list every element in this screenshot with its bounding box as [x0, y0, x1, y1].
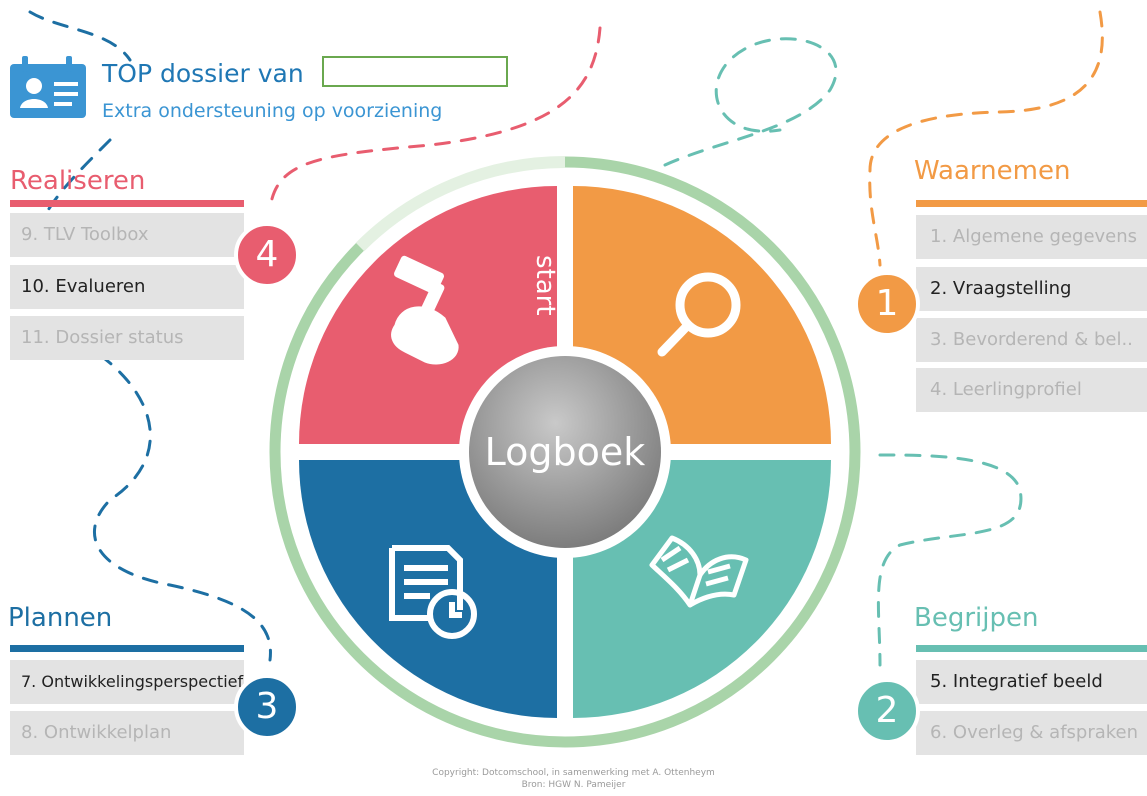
section-title-waarnemen: Waarnemen — [914, 156, 1071, 186]
menu-item-vraagstelling[interactable]: 2. Vraagstelling — [916, 267, 1147, 311]
hammer-hand-icon — [391, 255, 459, 365]
step-badge-1: 1 — [854, 271, 920, 337]
section-bar-realiseren — [10, 200, 244, 207]
dashed-path-left-upper — [43, 138, 112, 217]
section-bar-waarnemen — [916, 200, 1147, 207]
menu-item-bevorderend[interactable]: 3. Bevorderend & bel.. — [916, 318, 1147, 362]
document-clock-icon — [389, 545, 477, 639]
page-subtitle: Extra ondersteuning op voorziening — [102, 100, 443, 122]
menu-item-overleg-afspraken[interactable]: 6. Overleg & afspraken — [916, 711, 1147, 755]
step-badge-4: 4 — [234, 222, 300, 288]
section-title-plannen: Plannen — [8, 603, 113, 633]
menu-item-leerlingprofiel[interactable]: 4. Leerlingprofiel — [916, 368, 1147, 412]
step-badge-3: 3 — [234, 674, 300, 740]
start-label: start — [530, 255, 560, 316]
dashed-path-orange — [868, 10, 1104, 267]
name-field[interactable] — [322, 56, 508, 87]
magnifier-icon — [657, 272, 741, 357]
copyright-text: Copyright: Dotcomschool, in samenwerking… — [432, 768, 715, 778]
menu-item-dossier-status[interactable]: 11. Dossier status — [10, 316, 244, 360]
logbook-button[interactable]: Logboek — [484, 430, 646, 474]
ring-gap — [355, 156, 566, 252]
section-bar-plannen — [10, 645, 244, 652]
menu-item-integratief-beeld[interactable]: 5. Integratief beeld — [916, 660, 1147, 704]
menu-item-evalueren[interactable]: 10. Evalueren — [10, 265, 244, 309]
step-badge-2: 2 — [854, 678, 920, 744]
center-disc — [469, 356, 661, 548]
menu-item-tlv-toolbox[interactable]: 9. TLV Toolbox — [10, 213, 244, 257]
section-bar-begrijpen — [916, 645, 1147, 652]
dashed-path-teal-top — [663, 37, 838, 167]
page-title: TOP dossier van — [102, 59, 304, 88]
dashed-path-teal-right — [876, 453, 1023, 667]
source-text: Bron: HGW N. Pameijer — [521, 780, 626, 790]
open-book-icon — [649, 535, 749, 608]
menu-item-ontwikkelingsperspectief[interactable]: 7. Ontwikkelingsperspectief — [10, 660, 244, 704]
menu-item-ontwikkelplan[interactable]: 8. Ontwikkelplan — [10, 711, 244, 755]
dashed-path-top-left — [28, 10, 132, 62]
menu-item-algemene-gegevens[interactable]: 1. Algemene gegevens — [916, 215, 1147, 259]
section-title-begrijpen: Begrijpen — [914, 603, 1039, 633]
dashed-path-left-middle — [93, 353, 272, 662]
id-card-icon — [10, 56, 86, 118]
section-title-realiseren: Realiseren — [10, 166, 146, 196]
dashed-path-red — [268, 26, 602, 212]
